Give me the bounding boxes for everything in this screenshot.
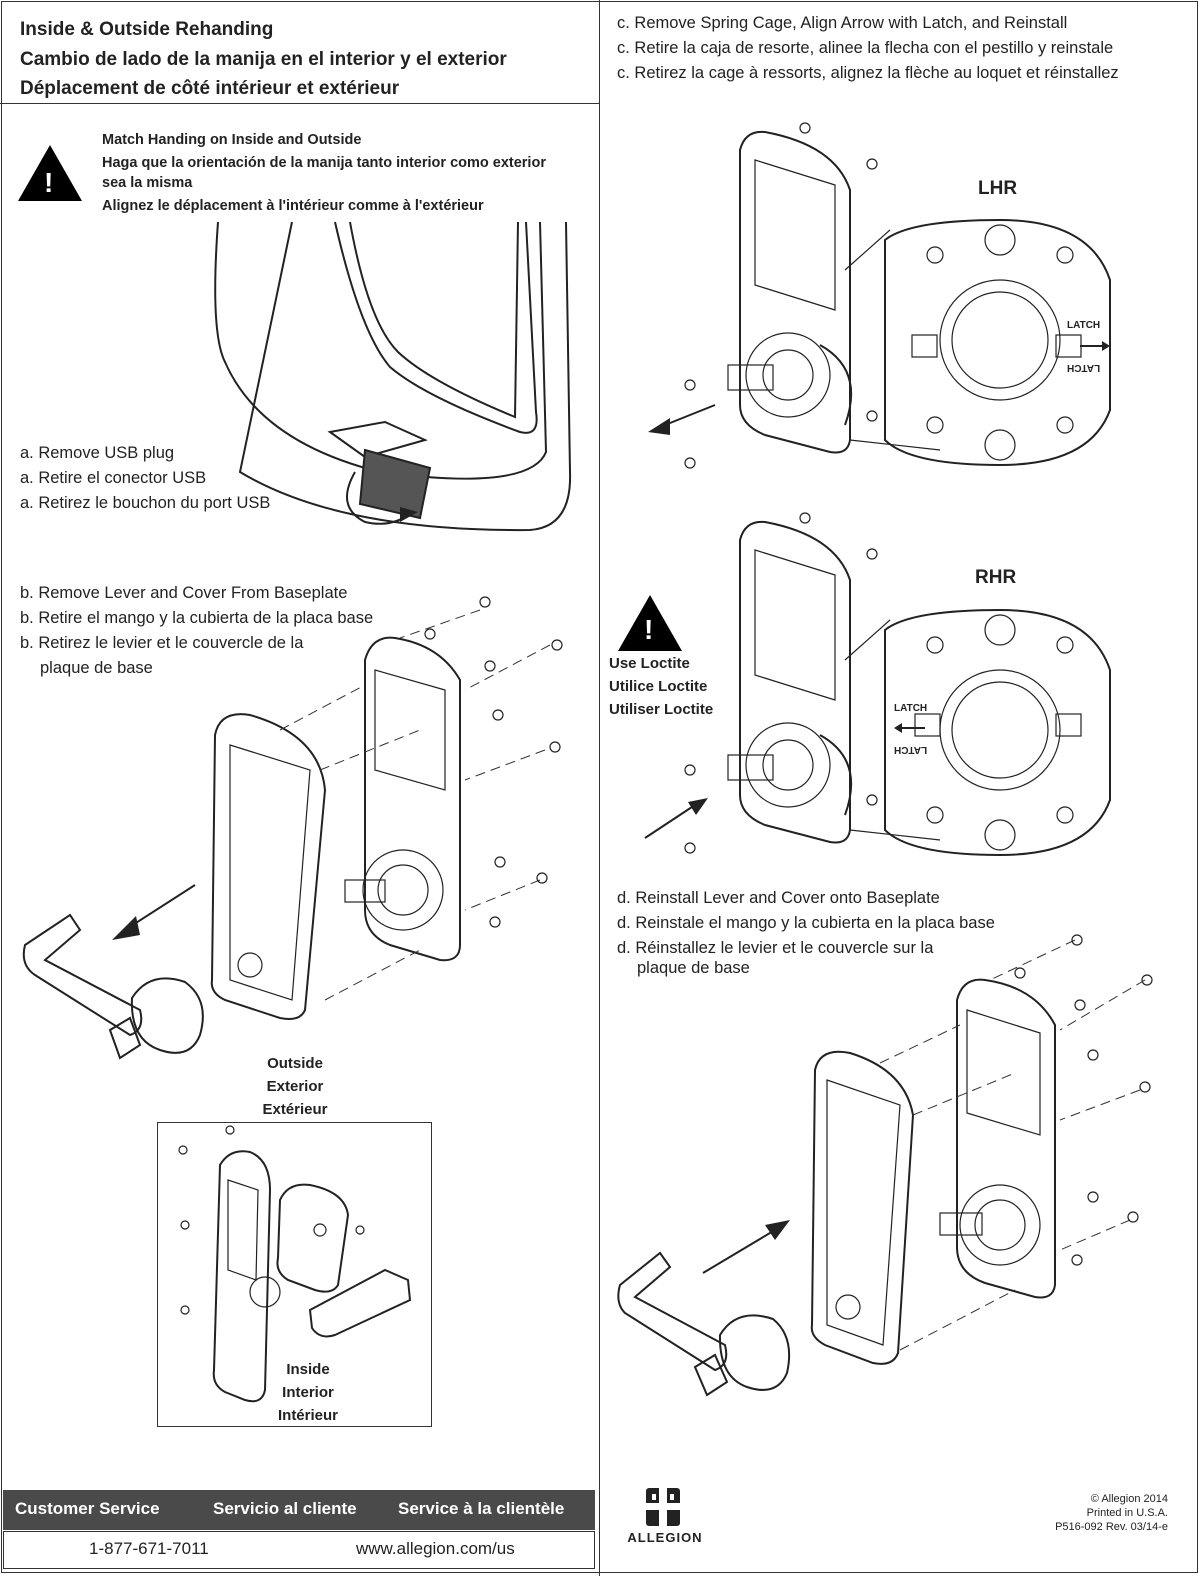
legal-block: © Allegion 2014 Printed in U.S.A. P516-0… (1055, 1492, 1168, 1534)
contact-row: 1-877-671-7011 www.allegion.com/us (3, 1531, 595, 1569)
title-es: Cambio de lado de la manija en el interi… (20, 49, 507, 70)
outside-label-en: Outside (267, 1055, 323, 1072)
step-a-es: a. Retire el conector USB (20, 469, 207, 487)
inside-inset-box (157, 1122, 432, 1427)
title-en: Inside & Outside Rehanding (20, 19, 274, 40)
warning-fr: Alignez le déplacement à l'intérieur com… (102, 198, 484, 214)
step-c-en: c. Remove Spring Cage, Align Arrow with … (617, 14, 1068, 32)
loctite-es: Utilice Loctite (609, 678, 708, 695)
loctite-fr: Utiliser Loctite (609, 701, 714, 718)
outside-label-fr: Extérieur (262, 1101, 328, 1118)
customer-service-fr: Service à la clientèle (398, 1499, 565, 1518)
customer-service-en: Customer Service (15, 1499, 160, 1518)
step-d-en: d. Reinstall Lever and Cover onto Basepl… (617, 889, 940, 907)
column-divider (599, 0, 600, 1576)
inside-label-en: Inside (286, 1361, 330, 1378)
warning-es: Haga que la orientación de la manija tan… (102, 155, 546, 191)
step-d-fr: d. Réinstallez le levier et le couvercle… (617, 939, 934, 957)
customer-service-bar: Customer Service Servicio al cliente Ser… (3, 1490, 595, 1530)
step-d-es: d. Reinstale el mango y la cubierta en l… (617, 914, 995, 932)
warning-en: Match Handing on Inside and Outside (102, 132, 362, 148)
printed-text: Printed in U.S.A. (1086, 1507, 1168, 1519)
website-link[interactable]: www.allegion.com/us (356, 1539, 515, 1558)
loctite-en: Use Loctite (609, 655, 690, 672)
lhr-latch-text-inverted: LATCH (1067, 362, 1101, 373)
warning-icon (18, 145, 82, 201)
step-c-es: c. Retire la caja de resorte, alinee la … (617, 39, 1114, 57)
allegion-wordmark: ALLEGION (627, 1530, 703, 1545)
outside-label-es: Exterior (266, 1078, 324, 1095)
step-b-en: b. Remove Lever and Cover From Baseplate (20, 584, 348, 602)
rhr-latch-text: LATCH (894, 703, 928, 714)
lhr-spring-cage-illustration (648, 122, 1111, 469)
phone-number[interactable]: 1-877-671-7011 (89, 1539, 209, 1558)
lhr-label: LHR (978, 178, 1018, 199)
inside-label-fr: Intérieur (277, 1407, 338, 1424)
step-b-es: b. Retire el mango y la cubierta de la p… (20, 609, 374, 627)
allegion-logo-icon (638, 1488, 688, 1526)
copyright-text: © Allegion 2014 (1090, 1493, 1168, 1505)
title-fr: Déplacement de côté intérieur et extérie… (20, 78, 400, 99)
inside-assembly-illustration (178, 1125, 412, 1403)
document-id: P516-092 Rev. 03/14-e (1055, 1521, 1168, 1533)
step-a-fr: a. Retirez le bouchon du port USB (20, 494, 271, 512)
header-divider (0, 103, 600, 104)
loctite-warning-icon (618, 595, 682, 651)
step-d-fr-2: plaque de base (637, 959, 750, 977)
step-b-fr: b. Retirez le levier et le couvercle de … (20, 634, 304, 652)
inside-label-es: Interior (282, 1384, 334, 1401)
rhr-label: RHR (975, 567, 1017, 588)
warning-glyph: ! (44, 167, 54, 198)
rhr-latch-text-inverted: LATCH (894, 744, 928, 755)
lever-cover-reinstall-illustration (617, 934, 1153, 1397)
step-b-fr-2: plaque de base (40, 659, 153, 677)
rhr-spring-cage-illustration (644, 512, 1111, 857)
customer-service-es: Servicio al cliente (213, 1499, 357, 1518)
loctite-warning-glyph: ! (644, 614, 654, 645)
lever-cover-removal-illustration (22, 596, 563, 1060)
step-a-en: a. Remove USB plug (20, 444, 175, 462)
lhr-latch-text: LATCH (1067, 320, 1101, 331)
usb-plug-illustration (214, 221, 572, 532)
step-c-fr: c. Retirez la cage à ressorts, alignez l… (617, 64, 1119, 82)
